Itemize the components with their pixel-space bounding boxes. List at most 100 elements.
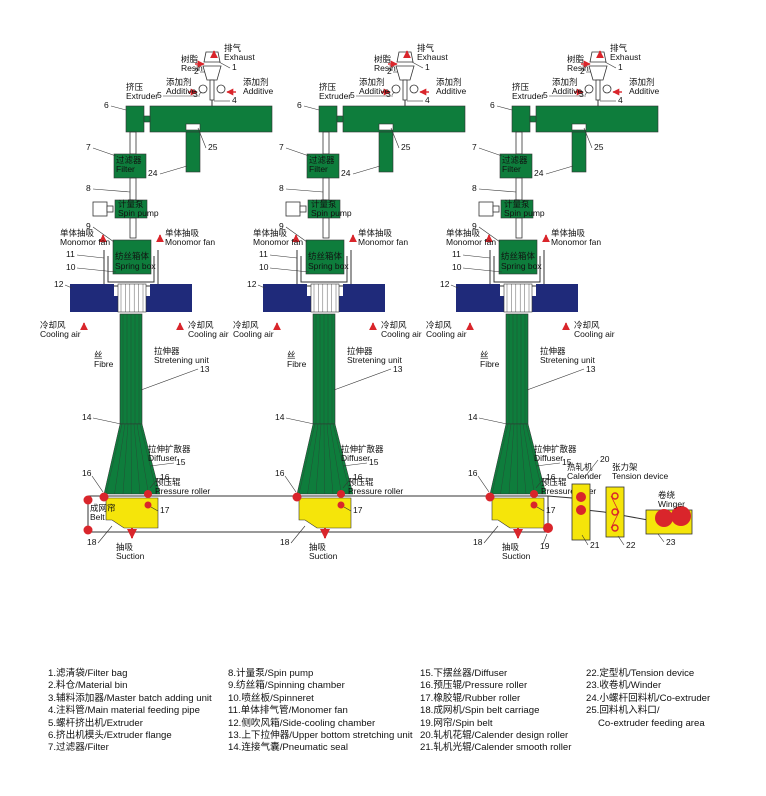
additive-cn-label: 添加剂 bbox=[166, 77, 192, 87]
callout-18: 18 bbox=[280, 537, 290, 547]
rubber-roller bbox=[144, 501, 152, 509]
adding-unit bbox=[216, 84, 226, 94]
leader-line bbox=[91, 475, 104, 493]
callout-16: 16 bbox=[546, 472, 556, 482]
feeding-pipe bbox=[209, 79, 215, 101]
callout-4: 4 bbox=[232, 95, 237, 105]
pressure-roller bbox=[292, 492, 302, 502]
suction-en-label: Suction bbox=[116, 551, 145, 561]
leader-line bbox=[483, 525, 499, 544]
leader-line bbox=[92, 188, 131, 193]
diffuser-en-label: Diffuser bbox=[534, 453, 563, 463]
cooling-en-label: Cooling air bbox=[40, 329, 81, 339]
callout-1: 1 bbox=[618, 62, 623, 72]
additive-en-label: Additive bbox=[552, 86, 583, 96]
legend-item: 15.下摆丝器/Diffuser bbox=[420, 668, 508, 679]
spinpump-en-label: Spin pump bbox=[504, 208, 545, 218]
belt-roller: 19 bbox=[540, 523, 553, 551]
pressure-roller bbox=[144, 490, 152, 498]
leader-line bbox=[535, 462, 561, 467]
leader-line bbox=[390, 127, 400, 149]
winder: 卷绕 Winger 23 bbox=[645, 490, 693, 547]
leader-line bbox=[411, 61, 424, 69]
monomor-cn-label: 单体抽吸 bbox=[446, 228, 481, 238]
callout-4: 4 bbox=[425, 95, 430, 105]
callout-11: 11 bbox=[259, 249, 268, 259]
extruder-connector bbox=[336, 115, 344, 123]
callout-15: 15 bbox=[562, 457, 572, 467]
leader-line bbox=[149, 477, 159, 489]
filament-line bbox=[136, 423, 149, 495]
additive-cn-label: 添加剂 bbox=[552, 77, 578, 87]
callout-16: 16 bbox=[160, 472, 170, 482]
resin-cn-label: 树脂 bbox=[567, 54, 585, 64]
callout-21: 21 bbox=[590, 540, 600, 550]
feeding-pipe bbox=[402, 79, 408, 101]
callout-11: 11 bbox=[66, 249, 75, 259]
extruder-cn-label: 挤压 bbox=[512, 82, 530, 92]
callout-6: 6 bbox=[297, 100, 302, 110]
extruder-cn-label: 挤压 bbox=[126, 82, 144, 92]
leader-line bbox=[269, 267, 310, 273]
spinpump-cn-label: 计量泵 bbox=[118, 199, 144, 209]
suction-en-label: Suction bbox=[502, 551, 531, 561]
leader-line bbox=[477, 475, 490, 493]
quench-zone bbox=[310, 283, 340, 313]
leader-line bbox=[342, 462, 368, 467]
legend-item: 25.回料机入料口/ bbox=[586, 705, 660, 717]
diffuser-cn-label: 拉伸扩散器 bbox=[148, 444, 191, 454]
callout-16: 16 bbox=[468, 468, 478, 478]
legend-item: 5.螺杆挤出机/Extruder bbox=[48, 717, 143, 729]
filter-cn-label: 过滤器 bbox=[309, 155, 335, 165]
callout-4: 4 bbox=[618, 95, 623, 105]
callout-5: 5 bbox=[157, 90, 162, 100]
monomer-duct bbox=[107, 256, 155, 283]
extruder-connector bbox=[529, 115, 537, 123]
callout-8: 8 bbox=[279, 183, 284, 193]
leader-line bbox=[462, 254, 491, 259]
material-bin bbox=[588, 65, 608, 81]
callout-18: 18 bbox=[87, 537, 97, 547]
resin-en-label: Resin bbox=[567, 63, 589, 73]
legend-item: Co-extruder feeding area bbox=[598, 717, 705, 729]
exhaust-cn-label: 排气 bbox=[610, 43, 628, 53]
monomor-en-label: Monomor fan bbox=[165, 237, 215, 247]
legend-item: 9.纺丝箱/Spinning chamber bbox=[228, 680, 345, 692]
stretch-en-label: Stretening unit bbox=[154, 355, 209, 365]
callout-12: 12 bbox=[247, 279, 257, 289]
pressure-en-label: Pressure roller bbox=[541, 486, 596, 496]
filament-line bbox=[323, 423, 325, 495]
spin-belt bbox=[87, 495, 649, 533]
material-bin bbox=[202, 65, 222, 81]
filter-en-label: Filter bbox=[116, 164, 135, 174]
callout-3: 3 bbox=[579, 89, 584, 99]
cooling-cn-label: 冷却风 bbox=[381, 320, 407, 330]
legend-item: 6.挤出机模头/Extruder flange bbox=[48, 730, 172, 742]
callout-12: 12 bbox=[54, 279, 64, 289]
exhaust-en-label: Exhaust bbox=[610, 52, 641, 62]
leader-line bbox=[526, 368, 585, 391]
pump-motor bbox=[478, 201, 494, 217]
legend-item: 3.辅料添加器/Master batch adding unit bbox=[48, 692, 212, 704]
legend-column-2: 8.计量泵/Spin pump 9.纺丝箱/Spinning chamber 1… bbox=[228, 668, 413, 755]
leader-line bbox=[536, 506, 545, 512]
suction-cn-label: 抽吸 bbox=[116, 542, 134, 552]
cooling-cn-label: 冷却风 bbox=[188, 320, 214, 330]
callout-20: 20 bbox=[600, 454, 610, 464]
callout-14: 14 bbox=[275, 412, 285, 422]
callout-23: 23 bbox=[666, 537, 676, 547]
suction-cn-label: 抽吸 bbox=[309, 542, 327, 552]
leader-line bbox=[333, 368, 392, 391]
filter-en-label: Filter bbox=[309, 164, 328, 174]
leader-line bbox=[218, 61, 231, 69]
fibre-en-label: Fibre bbox=[287, 359, 307, 369]
filament-line bbox=[298, 423, 316, 495]
spinning-box bbox=[305, 239, 345, 275]
melt-pipe bbox=[129, 177, 137, 201]
fibre-en-label: Fibre bbox=[480, 359, 500, 369]
adding-unit bbox=[198, 84, 208, 94]
leader-line bbox=[343, 506, 352, 512]
melt-pipe bbox=[515, 177, 523, 201]
legend-item: 13.上下拉伸器/Upper bottom stretching unit bbox=[228, 730, 413, 742]
legend-item: 20.轧机花辊/Calender design roller bbox=[420, 730, 569, 742]
